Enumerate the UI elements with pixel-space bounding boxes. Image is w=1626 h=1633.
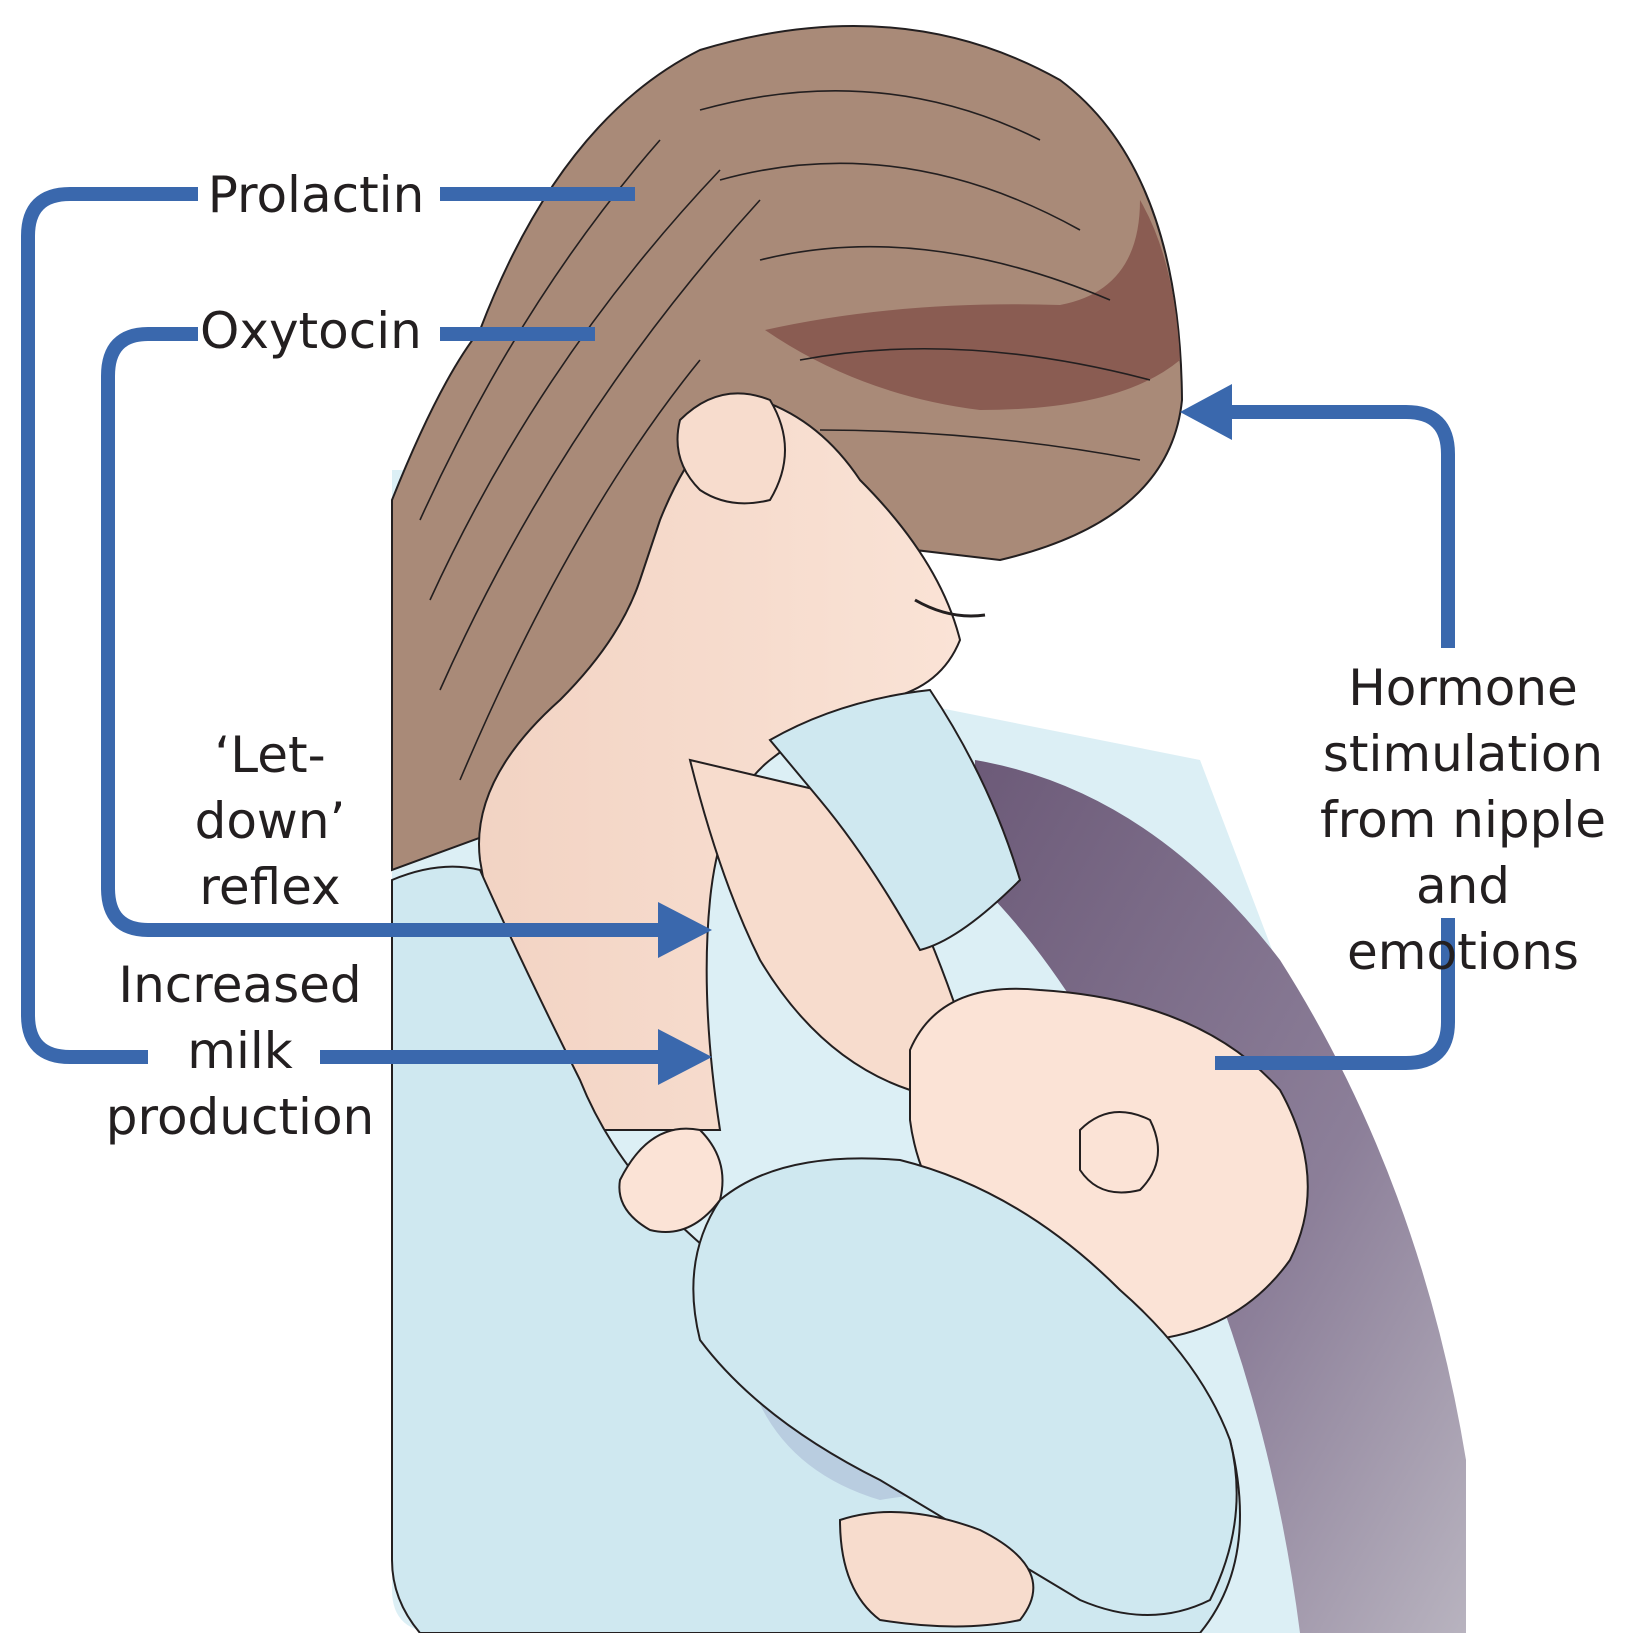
prolactin-label: Prolactin bbox=[206, 162, 426, 228]
hormone-stimulation-label: Hormone stimulation from nipple and emot… bbox=[1300, 655, 1626, 985]
increased-milk-production-label: Increased milk production bbox=[100, 952, 380, 1150]
increased-line-2: milk bbox=[100, 1018, 380, 1084]
prolactin-text: Prolactin bbox=[206, 162, 426, 228]
increased-line-1: Increased bbox=[100, 952, 380, 1018]
letdown-line-2: down’ bbox=[170, 788, 370, 854]
letdown-reflex-label: ‘Let- down’ reflex bbox=[170, 722, 370, 920]
baby-ear bbox=[1080, 1112, 1158, 1193]
hormone-line-3: from nipple bbox=[1300, 787, 1626, 853]
arrow-head-hormone bbox=[1180, 384, 1232, 440]
hormone-line-4: and emotions bbox=[1300, 853, 1626, 985]
hormone-line-1: Hormone bbox=[1300, 655, 1626, 721]
oxytocin-text: Oxytocin bbox=[200, 298, 420, 364]
hormone-line-2: stimulation bbox=[1300, 721, 1626, 787]
increased-line-3: production bbox=[100, 1084, 380, 1150]
oxytocin-label: Oxytocin bbox=[200, 298, 420, 364]
hormone-upper-line bbox=[1215, 412, 1448, 648]
letdown-line-3: reflex bbox=[170, 854, 370, 920]
letdown-line-1: ‘Let- bbox=[170, 722, 370, 788]
